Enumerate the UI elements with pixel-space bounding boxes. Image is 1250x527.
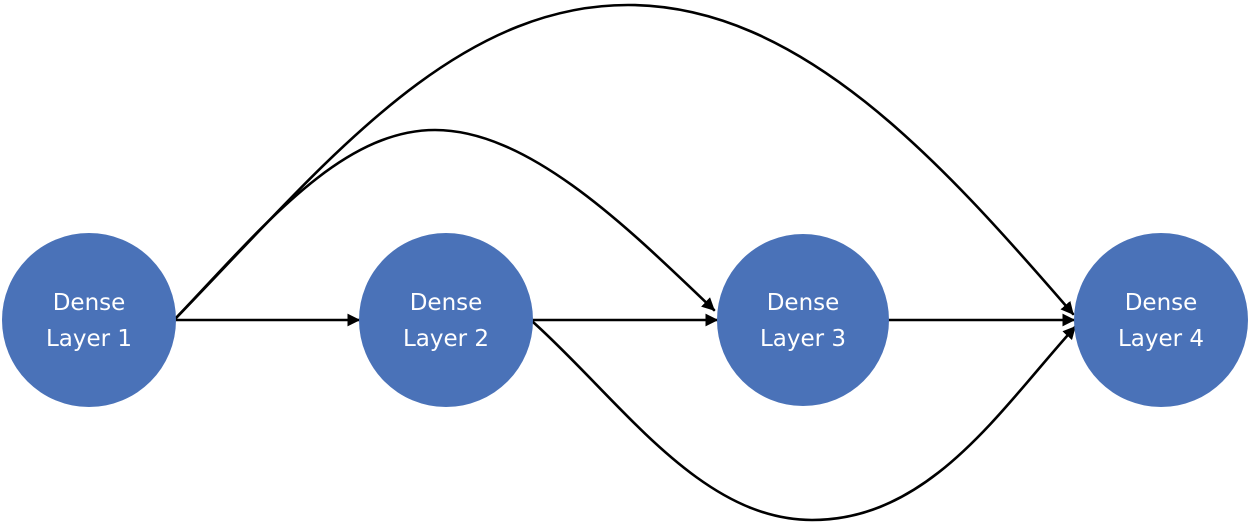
node-label-line1: Dense [410,290,483,316]
edges-group [174,3,1077,522]
nodes-group: Dense Layer 1 Dense Layer 2 Dense Layer … [2,233,1248,407]
node-dense-layer-3: Dense Layer 3 [717,234,889,406]
node-dense-layer-1: Dense Layer 1 [2,233,176,407]
node-dense-layer-4: Dense Layer 4 [1074,233,1248,407]
node-label-line2: Layer 1 [46,326,132,352]
node-label-line1: Dense [1125,290,1198,316]
node-label-line2: Layer 4 [1118,326,1204,352]
node-dense-layer-2: Dense Layer 2 [359,233,533,407]
node-label-line2: Layer 3 [760,326,846,352]
node-label-line1: Dense [53,290,126,316]
node-label-line2: Layer 2 [403,326,489,352]
node-label-line1: Dense [767,290,840,316]
edge-layer1-to-layer4 [174,3,1075,320]
edge-layer2-to-layer4 [531,320,1077,522]
